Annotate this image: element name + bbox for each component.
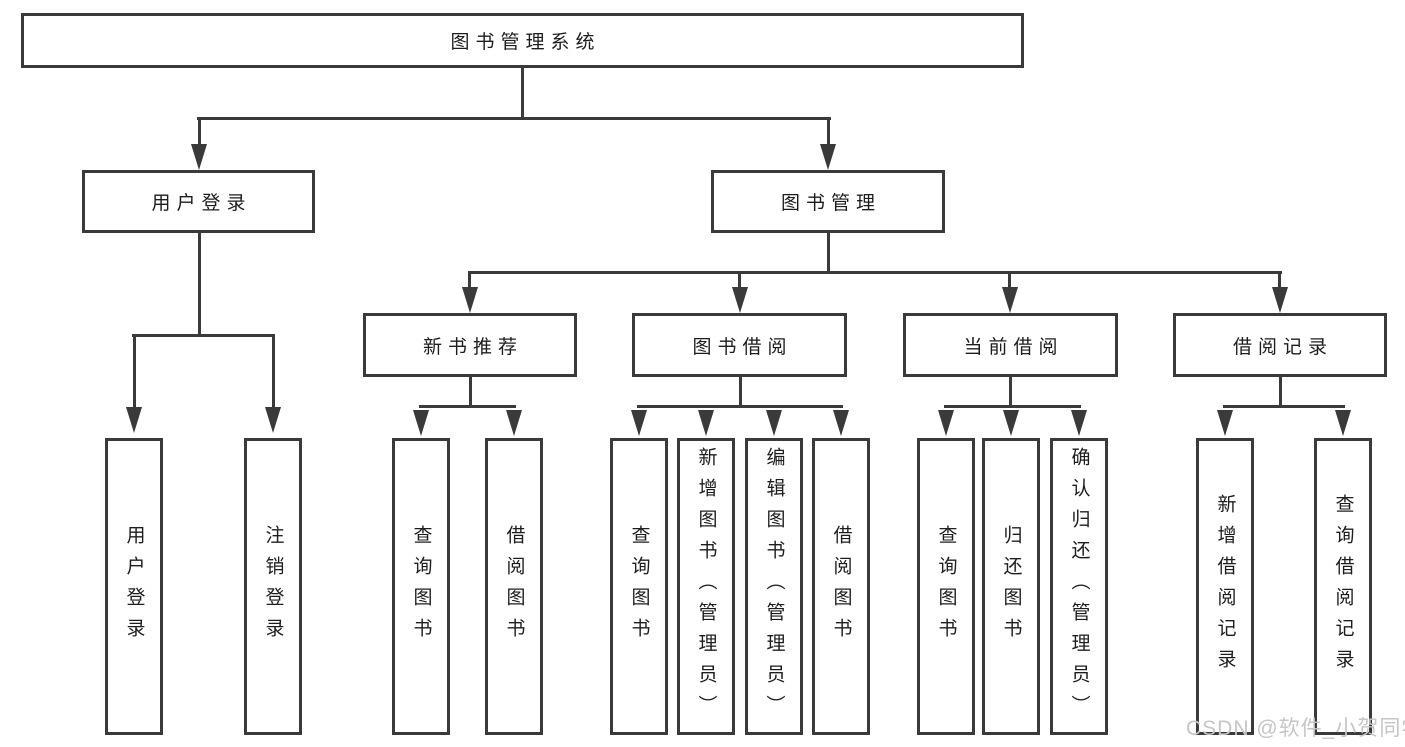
connector-line bbox=[1278, 274, 1281, 287]
leaf-confirm-return-admin: 确认归还（管理员） bbox=[1050, 438, 1108, 735]
node-label: 图书管理 bbox=[780, 193, 881, 214]
connector-arrowhead bbox=[1071, 410, 1087, 436]
connector-line bbox=[637, 405, 843, 408]
leaf-edit-books-admin: 编辑图书（管理员） bbox=[745, 438, 803, 735]
node-label: 用户登录 bbox=[123, 524, 145, 649]
node-label: 借阅图书 bbox=[830, 524, 852, 649]
connector-line bbox=[827, 233, 830, 273]
leaf-query-borrow-record: 查询借阅记录 bbox=[1314, 438, 1372, 735]
leaf-borrow-books-1: 借阅图书 bbox=[485, 438, 543, 735]
node-label: 借阅图书 bbox=[503, 524, 525, 649]
connector-arrowhead bbox=[732, 287, 748, 313]
connector-line bbox=[469, 377, 472, 408]
connector-line bbox=[739, 377, 742, 408]
connector-arrowhead bbox=[1335, 410, 1351, 436]
connector-arrowhead bbox=[413, 410, 429, 436]
node-label: 新书推荐 bbox=[422, 336, 523, 358]
connector-line bbox=[468, 274, 471, 287]
node-new-book-recommendation: 新书推荐 bbox=[363, 313, 577, 377]
node-user-login: 用户登录 bbox=[82, 170, 315, 233]
connector-arrowhead bbox=[1003, 410, 1019, 436]
leaf-return-books: 归还图书 bbox=[982, 438, 1040, 735]
node-borrowing-records: 借阅记录 bbox=[1173, 313, 1387, 377]
leaf-borrow-books-2: 借阅图书 bbox=[812, 438, 870, 735]
leaf-add-books-admin: 新增图书（管理员） bbox=[677, 438, 735, 735]
leaf-logout: 注销登录 bbox=[244, 438, 302, 735]
connector-line bbox=[419, 405, 516, 408]
connector-arrowhead bbox=[506, 410, 522, 436]
connector-arrowhead bbox=[1217, 410, 1233, 436]
node-label: 查询图书 bbox=[410, 524, 432, 649]
leaf-user-login: 用户登录 bbox=[105, 438, 163, 735]
connector-arrowhead bbox=[1272, 287, 1288, 313]
node-label: 借阅记录 bbox=[1232, 336, 1333, 358]
connector-arrowhead bbox=[191, 144, 207, 170]
connector-line bbox=[1008, 274, 1011, 287]
node-book-borrowing: 图书借阅 bbox=[632, 313, 847, 377]
node-label: 新增图书（管理员） bbox=[695, 447, 717, 726]
leaf-query-books-3: 查询图书 bbox=[917, 438, 975, 735]
connector-arrowhead bbox=[631, 410, 647, 436]
connector-arrowhead bbox=[265, 407, 281, 433]
connector-line bbox=[1223, 405, 1345, 408]
connector-line bbox=[521, 68, 524, 118]
node-book-management-system: 图书管理系统 bbox=[21, 13, 1024, 68]
node-label: 查询图书 bbox=[628, 524, 650, 649]
node-label: 编辑图书（管理员） bbox=[763, 447, 785, 726]
node-label: 查询借阅记录 bbox=[1332, 493, 1354, 680]
csdn-watermark: CSDN @软件_小贺同学 bbox=[1186, 717, 1405, 740]
connector-arrowhead bbox=[1002, 287, 1018, 313]
connector-arrowhead bbox=[833, 410, 849, 436]
node-label: 当前借阅 bbox=[963, 336, 1064, 358]
connector-line bbox=[944, 405, 1081, 408]
leaf-add-borrow-record: 新增借阅记录 bbox=[1196, 438, 1254, 735]
leaf-query-books-2: 查询图书 bbox=[610, 438, 668, 735]
connector-arrowhead bbox=[766, 410, 782, 436]
node-label: 图书借阅 bbox=[692, 336, 793, 358]
connector-line bbox=[198, 233, 201, 336]
node-current-borrowing: 当前借阅 bbox=[903, 313, 1118, 377]
connector-line bbox=[133, 337, 136, 407]
node-label: 图书管理系统 bbox=[450, 32, 601, 53]
connector-line bbox=[272, 337, 275, 407]
connector-line bbox=[1009, 377, 1012, 408]
connector-arrowhead bbox=[938, 410, 954, 436]
node-label: 确认归还（管理员） bbox=[1068, 447, 1090, 726]
connector-line bbox=[197, 117, 831, 120]
node-label: 归还图书 bbox=[1000, 524, 1022, 649]
node-label: 用户登录 bbox=[151, 193, 252, 214]
connector-line bbox=[827, 120, 830, 144]
connector-arrowhead bbox=[698, 410, 714, 436]
connector-line bbox=[198, 120, 201, 144]
node-book-management: 图书管理 bbox=[711, 170, 945, 233]
node-label: 查询图书 bbox=[935, 524, 957, 649]
connector-line bbox=[468, 271, 1282, 274]
node-label: 新增借阅记录 bbox=[1214, 493, 1236, 680]
connector-line bbox=[1279, 377, 1282, 408]
connector-arrowhead bbox=[126, 407, 142, 433]
node-label: 注销登录 bbox=[262, 524, 284, 649]
leaf-query-books-1: 查询图书 bbox=[392, 438, 450, 735]
connector-arrowhead bbox=[462, 287, 478, 313]
connector-arrowhead bbox=[820, 144, 836, 170]
connector-line bbox=[738, 274, 741, 287]
connector-line bbox=[132, 334, 275, 337]
